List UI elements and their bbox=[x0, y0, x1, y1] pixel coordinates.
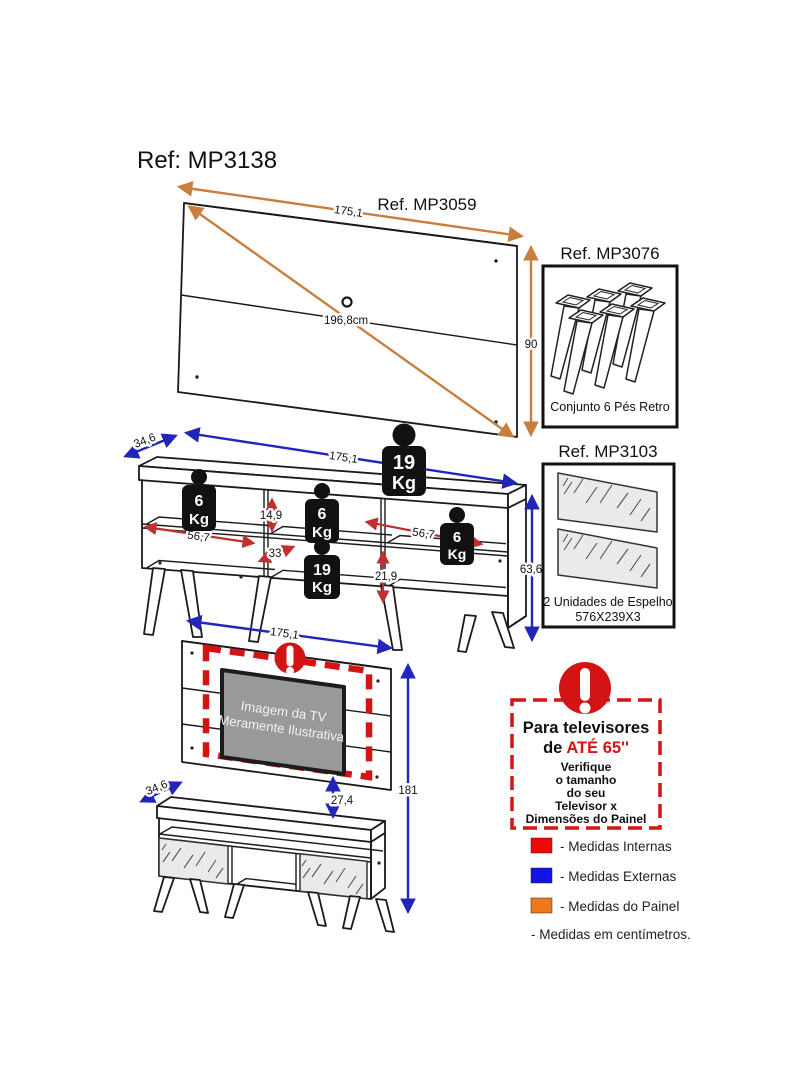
stand-height-value: 63,6 bbox=[520, 564, 542, 576]
drawer-hatching bbox=[161, 843, 364, 895]
tv-zone-dashed-outline bbox=[202, 644, 373, 781]
warning-title-highlight: ATÉ 65'' bbox=[566, 738, 629, 757]
warning-alert-icon bbox=[559, 662, 611, 714]
badge-left-value: 6 bbox=[195, 493, 204, 510]
legend-swatch-internal bbox=[530, 837, 553, 854]
divider-gap-arrow bbox=[257, 545, 296, 563]
warning-dashed-frame bbox=[510, 698, 662, 830]
assembled-left-drawer bbox=[158, 837, 229, 885]
badge-right-unit: Kg bbox=[448, 546, 467, 562]
legend-item-external: - Medidas Externas bbox=[530, 867, 677, 884]
mirror-hatching bbox=[562, 477, 651, 578]
assembled-middle-depth-line bbox=[235, 877, 297, 886]
stand-width-value: 175,1 bbox=[328, 450, 358, 466]
badge-middle-bottom-value: 19 bbox=[313, 562, 331, 579]
divider-gap-value: 33 bbox=[269, 548, 282, 560]
legend-label-panel: - Medidas do Painel bbox=[560, 899, 679, 914]
legend: - Medidas Internas - Medidas Externas - … bbox=[530, 837, 691, 942]
shelf-right-value: 56,7 bbox=[411, 526, 435, 541]
legend-label-internal: - Medidas Internas bbox=[560, 839, 672, 854]
assembled-stand-depth-line bbox=[158, 826, 384, 852]
shelf-left-value: 56,7 bbox=[186, 529, 210, 544]
legend-label-external: - Medidas Externas bbox=[560, 869, 677, 884]
warning-title-line1: Para televisores bbox=[523, 719, 650, 737]
assembled-panel: Imagem da TV Meramente Ilustrativa bbox=[181, 640, 392, 791]
warning-body-line1: Verifique bbox=[561, 760, 612, 774]
warning-body-line3: do seu bbox=[567, 786, 606, 800]
badge-middle-top-value: 6 bbox=[318, 506, 327, 523]
badge-right-6kg: 6 Kg bbox=[440, 507, 474, 565]
mirror-1 bbox=[557, 472, 658, 533]
warning-body-line4: Televisor x bbox=[555, 799, 617, 813]
assembled-height-value: 181 bbox=[398, 785, 417, 797]
mirror-kit-box: Ref. MP3103 2 Unidades de Espelho 576X23… bbox=[541, 442, 676, 629]
assembled-width-value: 175,1 bbox=[269, 626, 299, 642]
badge-panel-value: 19 bbox=[393, 452, 415, 474]
badge-middle-bottom-19kg: 19 Kg bbox=[304, 539, 340, 599]
warning-box: Para televisores de ATÉ 65'' Verifique o… bbox=[510, 662, 662, 830]
badge-panel-unit: Kg bbox=[392, 473, 416, 493]
stand-width-arrow bbox=[183, 427, 519, 489]
badge-left-unit: Kg bbox=[189, 511, 209, 528]
panel-ref-label: Ref. MP3059 bbox=[377, 195, 476, 214]
mirror-kit-ref: Ref. MP3103 bbox=[558, 442, 657, 461]
opening-top-value: 14,9 bbox=[260, 510, 282, 522]
assembled-depth-arrow bbox=[139, 781, 183, 803]
legend-item-panel: - Medidas do Painel bbox=[530, 897, 679, 914]
weight-badges: 6 Kg 6 Kg 19 Kg 19 Kg 6 Kg bbox=[182, 423, 474, 599]
badge-middle-top-unit: Kg bbox=[312, 524, 332, 541]
shelf-left-arrow bbox=[143, 522, 256, 548]
mirror-kit-size: 576X239X3 bbox=[575, 610, 640, 624]
tv-illustration bbox=[220, 668, 346, 776]
legend-swatch-panel bbox=[530, 897, 553, 914]
assembled-stand-pin-hole bbox=[377, 861, 381, 865]
stand-dividers bbox=[263, 489, 386, 587]
legend-swatch-external bbox=[530, 867, 553, 884]
badge-middle-top-6kg: 6 Kg bbox=[305, 483, 339, 543]
mirror-kit-caption: 2 Unidades de Espelho bbox=[543, 595, 672, 609]
panel-diagonal-value: 196,8cm bbox=[324, 315, 368, 327]
badge-right-value: 6 bbox=[453, 529, 461, 546]
warning-title-line2: de ATÉ 65'' bbox=[543, 738, 629, 757]
assembled-clearance-value: 27,4 bbox=[331, 795, 354, 807]
assembled-stand bbox=[153, 796, 395, 933]
badge-middle-bottom-unit: Kg bbox=[312, 579, 332, 596]
assembled-stand-dividers bbox=[231, 846, 297, 892]
assembled-stand-legs bbox=[153, 876, 395, 933]
legend-item-internal: - Medidas Internas bbox=[530, 837, 672, 854]
stand-depth-arrow bbox=[123, 433, 178, 459]
badge-panel-19kg: 19 Kg bbox=[382, 423, 426, 496]
panel-height-value: 90 bbox=[525, 339, 538, 351]
assembled-right-drawer bbox=[299, 853, 368, 900]
stand-pin-holes bbox=[158, 559, 502, 579]
opening-bottom-value: 21,9 bbox=[375, 571, 397, 583]
warning-body-line5: Dimensões do Painel bbox=[526, 812, 647, 826]
panel-width-value: 175,1 bbox=[333, 204, 363, 220]
warning-title-prefix: de bbox=[543, 739, 566, 757]
legs-kit-box: Ref. MP3076 Conjunto 6 Pés Retro bbox=[541, 244, 679, 429]
legend-note: - Medidas em centímetros. bbox=[531, 927, 691, 942]
panel-cable-hole bbox=[341, 296, 353, 308]
panel-dimensions: 175,1 90 196,8cm bbox=[176, 181, 540, 438]
page-title: Ref: MP3138 bbox=[137, 147, 277, 174]
assembled-stand-right-end bbox=[370, 832, 386, 900]
legs-kit-caption: Conjunto 6 Pés Retro bbox=[550, 400, 670, 414]
badge-left-6kg: 6 Kg bbox=[182, 469, 216, 531]
mirror-2 bbox=[557, 528, 658, 589]
assembled-width-arrow bbox=[185, 614, 394, 655]
panel-diagonal-arrow bbox=[187, 205, 515, 438]
warning-body-line2: o tamanho bbox=[556, 773, 617, 787]
legs-kit-ref: Ref. MP3076 bbox=[560, 244, 659, 263]
